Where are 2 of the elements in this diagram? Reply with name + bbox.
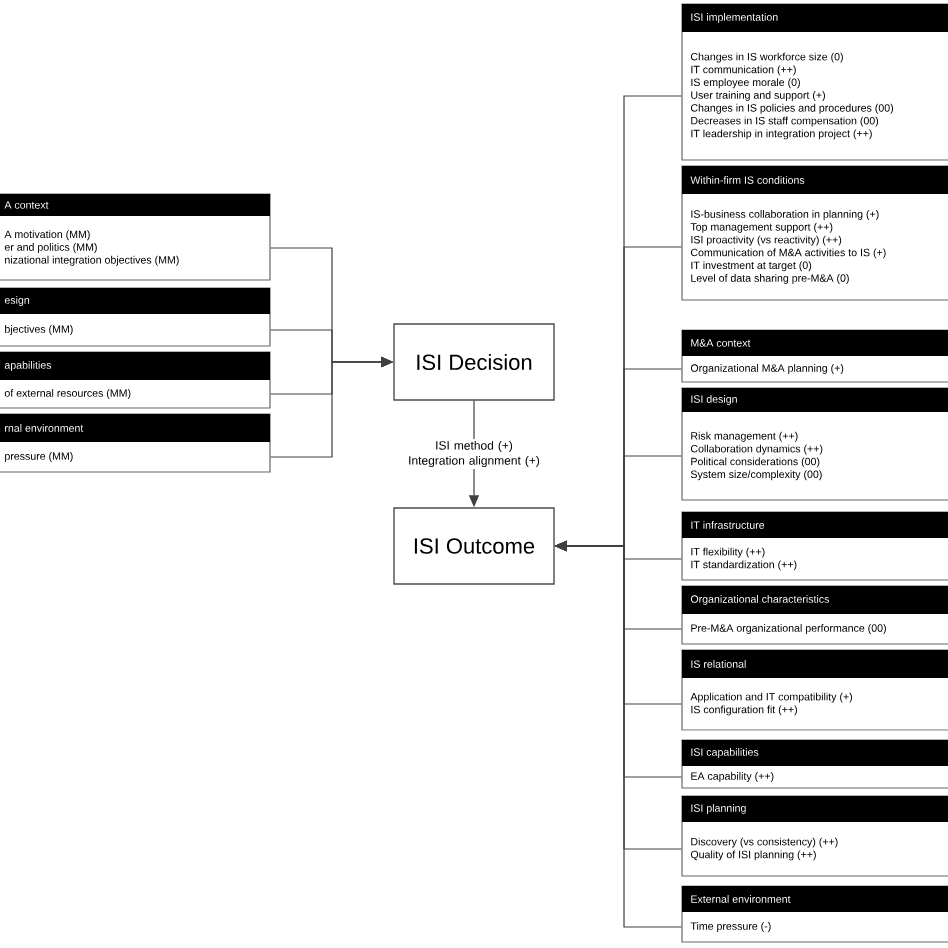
process-box: ISI Outcome xyxy=(393,507,555,585)
process-box: ISI Decision xyxy=(393,323,555,401)
